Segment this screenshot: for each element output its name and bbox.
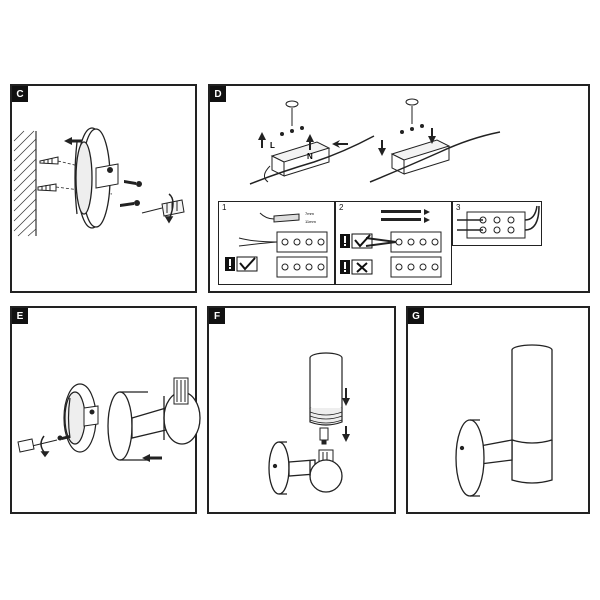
panel-f-tag: F — [209, 308, 225, 324]
panel-g: G — [406, 306, 590, 514]
strip-length-text: 7mm — [305, 211, 315, 216]
panel-e: E — [10, 306, 201, 514]
screw-icon — [57, 435, 70, 441]
panel-c-illustration — [13, 127, 185, 237]
terminal-block-left — [249, 135, 375, 185]
cross-icon — [351, 259, 373, 275]
arrow-up-icon — [258, 132, 314, 150]
screwdriver-icon — [141, 199, 185, 217]
wall-plug-icon — [37, 156, 59, 192]
check-icon — [236, 256, 258, 272]
screw-icon — [280, 126, 304, 136]
neutral-label: N — [307, 152, 313, 161]
subpanel-1-number: 1 — [222, 203, 227, 212]
mounting-plate — [63, 383, 97, 453]
bracket — [95, 163, 119, 189]
warning-icon — [340, 234, 350, 248]
lamp-body — [268, 441, 343, 495]
subpanel-3: 3 — [452, 201, 542, 246]
bulb-icon — [319, 427, 329, 445]
panel-c: C — [10, 84, 197, 293]
panel-c-tag: C — [12, 86, 28, 102]
live-label: L — [270, 141, 275, 150]
screw-icon — [400, 124, 424, 134]
panel-g-tag: G — [408, 308, 424, 324]
strip-length-text-2: 11mm — [305, 219, 316, 224]
panel-e-illustration — [17, 377, 201, 462]
glass-shade — [309, 352, 343, 426]
terminal-strip — [276, 231, 328, 278]
panel-f-illustration — [268, 352, 350, 495]
panel-d-top-illustration: L N — [249, 98, 501, 185]
arrow-left-icon — [142, 454, 162, 462]
screw-icon — [120, 180, 142, 207]
warning-icon — [340, 260, 350, 274]
screwdriver-icon — [17, 438, 58, 453]
bracket — [83, 405, 99, 427]
check-icon — [351, 233, 373, 249]
panel-e-tag: E — [12, 308, 28, 324]
rotate-arrow-icon — [164, 193, 174, 224]
wall-hatch — [13, 130, 37, 237]
mounting-plate — [74, 127, 111, 229]
arrow-down-icon — [342, 388, 350, 442]
screwdriver-icon — [405, 98, 419, 124]
subpanel-1: 1 7mm 11mm — [218, 201, 335, 285]
terminal-block-right — [369, 131, 501, 183]
arrow-right-icon — [332, 140, 348, 148]
subpanel-1-illustration: 7mm 11mm — [225, 211, 328, 278]
assembled-lamp — [455, 344, 553, 497]
subpanel-2-illustration — [340, 209, 442, 278]
subpanel-3-illustration — [457, 205, 540, 239]
socket — [173, 377, 189, 405]
subpanel-2-number: 2 — [339, 203, 344, 212]
panel-d: D L N — [208, 84, 590, 293]
panel-d-tag: D — [210, 86, 226, 102]
panel-f: F — [207, 306, 396, 514]
panel-g-illustration — [455, 344, 553, 497]
subpanel-2: 2 — [335, 201, 452, 285]
rotate-arrow-icon — [40, 435, 50, 458]
warning-icon — [225, 257, 235, 271]
lamp-body — [107, 391, 201, 461]
arrow-down-icon — [378, 128, 436, 156]
arrow-left-icon — [64, 137, 86, 145]
screwdriver-icon — [285, 100, 299, 126]
subpanel-3-number: 3 — [456, 203, 461, 212]
